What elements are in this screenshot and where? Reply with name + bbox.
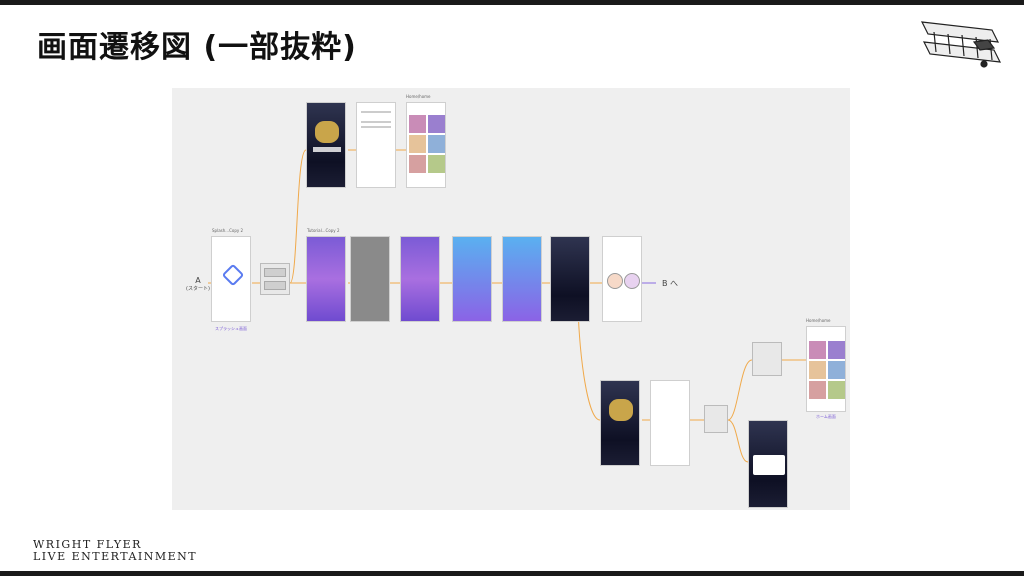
avatar-select-screen [602, 236, 642, 322]
home-header-right: Home/home [806, 318, 831, 323]
tutorial-screen-1 [306, 236, 346, 322]
tutorial-screen-3 [400, 236, 440, 322]
tutorial-screen-4 [452, 236, 492, 322]
home-caption: ホーム画面 [816, 414, 836, 420]
terms-screen-bottom [650, 380, 690, 466]
company-brand: WRIGHT FLYER LIVE ENTERTAINMENT [33, 539, 197, 563]
reality-logo-icon [222, 264, 245, 287]
brand-line-2: LIVE ENTERTAINMENT [33, 551, 197, 563]
home-screen-right [806, 326, 846, 412]
tutorial-header: Tutorial...Copy 2 [307, 228, 339, 233]
terms-screen-top [356, 102, 396, 188]
tutorial-screen-2 [350, 236, 390, 322]
login-screen-bottom [600, 380, 640, 466]
splash-header: Splash...Copy 2 [212, 228, 243, 233]
start-label: A [186, 276, 210, 285]
splash-caption: スプラッシュ画面 [215, 326, 247, 332]
branch-box [260, 263, 290, 295]
start-node: A (スタート) [186, 276, 210, 294]
branch-box-bottom [704, 405, 728, 433]
tutorial-screen-5 [502, 236, 542, 322]
bottom-border [0, 571, 1024, 576]
start-sublabel: (スタート) [186, 285, 210, 294]
home-screen-top [406, 102, 446, 188]
splash-screen [211, 236, 251, 322]
branch-box-right [752, 342, 782, 376]
tutorial-screen-6 [550, 236, 590, 322]
home-header-top: Home/home [406, 94, 431, 99]
next-b-label: B へ [662, 278, 678, 289]
login-modal-screen [748, 420, 788, 508]
login-screen-top [306, 102, 346, 188]
